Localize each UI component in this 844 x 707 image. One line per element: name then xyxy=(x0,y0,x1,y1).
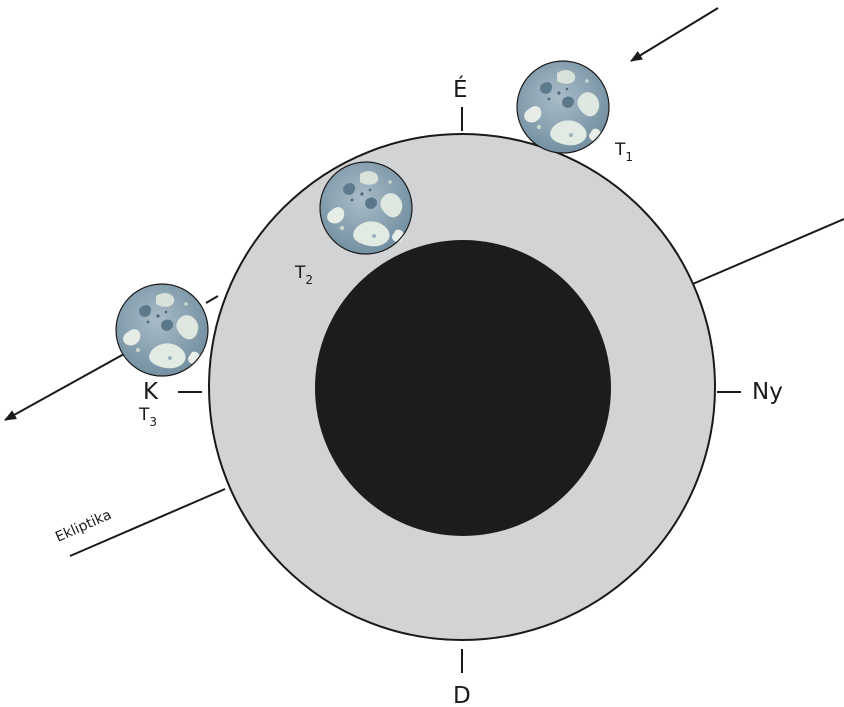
moon-position-2 xyxy=(320,162,412,254)
position-label-3-letter: T xyxy=(138,405,150,425)
umbra-circle xyxy=(315,240,611,536)
moon-position-1 xyxy=(517,61,609,153)
outgoing-motion-arrow xyxy=(5,354,124,420)
south-label: D xyxy=(453,683,471,707)
position-label-2-letter: T xyxy=(294,263,306,283)
north-label: É xyxy=(453,75,468,103)
moon-position-3 xyxy=(116,284,208,376)
position-label-1-letter: T xyxy=(614,140,626,160)
position-label-3: T3 xyxy=(138,405,157,429)
ecliptic-label: Ekliptika xyxy=(53,507,114,546)
position-label-2-sub: 2 xyxy=(305,273,313,287)
east-label: K xyxy=(143,379,159,405)
ecliptic-line-upper xyxy=(688,219,844,286)
position-label-1: T1 xyxy=(614,140,633,164)
outgoing-path-line xyxy=(206,296,218,303)
incoming-motion-arrow xyxy=(631,8,718,61)
position-label-1-sub: 1 xyxy=(625,150,633,164)
position-label-3-sub: 3 xyxy=(149,415,157,429)
west-label: Ny xyxy=(752,379,783,405)
